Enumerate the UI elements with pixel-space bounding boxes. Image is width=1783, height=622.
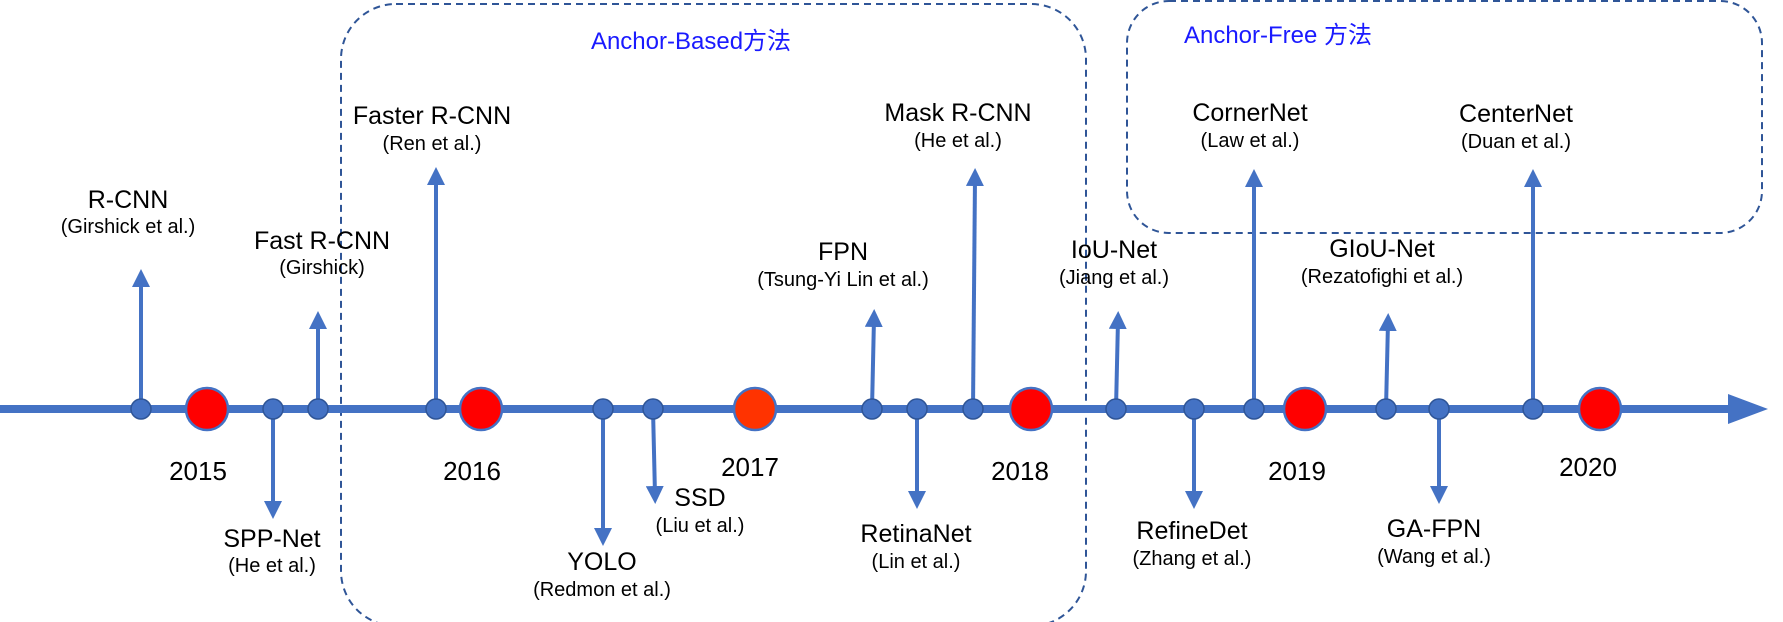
year-label-2017: 2017 — [721, 452, 779, 482]
method-dot-retinanet — [906, 398, 928, 420]
method-dot-cornernet — [1243, 398, 1265, 420]
method-name-faster-rcnn: Faster R-CNN — [352, 102, 512, 130]
year-dot-2020 — [1577, 386, 1623, 432]
year-dot-2019 — [1282, 386, 1328, 432]
method-name-mask-rcnn: Mask R-CNN — [884, 99, 1032, 127]
method-authors-faster-rcnn: (Ren et al.) — [382, 133, 482, 155]
method-dot-iou-net — [1105, 398, 1127, 420]
year-label-2020: 2020 — [1559, 452, 1617, 482]
year-label-2015: 2015 — [169, 456, 227, 486]
connector-arrow-giou-net — [1378, 313, 1397, 410]
year-label-2018: 2018 — [991, 456, 1049, 486]
method-authors-ssd: (Liu et al.) — [655, 515, 745, 537]
anchor-based-region — [340, 3, 1087, 622]
connector-arrow-fpn — [864, 309, 883, 410]
method-name-ga-fpn: GA-FPN — [1386, 515, 1482, 543]
method-authors-refinedet: (Zhang et al.) — [1132, 548, 1252, 570]
method-dot-ga-fpn — [1428, 398, 1450, 420]
method-name-fast-rcnn: Fast R-CNN — [253, 227, 391, 255]
method-authors-centernet: (Duan et al.) — [1460, 131, 1572, 153]
method-dot-centernet — [1522, 398, 1544, 420]
year-label-2016: 2016 — [443, 456, 501, 486]
method-name-iou-net: IoU-Net — [1070, 236, 1158, 264]
method-dot-refinedet — [1183, 398, 1205, 420]
method-authors-cornernet: (Law et al.) — [1200, 130, 1300, 152]
method-dot-rcnn — [130, 398, 152, 420]
method-authors-rcnn: (Girshick et al.) — [60, 216, 196, 238]
method-dot-mask-rcnn — [962, 398, 984, 420]
method-dot-spp-net — [262, 398, 284, 420]
connector-arrow-iou-net — [1108, 311, 1127, 410]
method-name-ssd: SSD — [674, 484, 726, 512]
method-name-cornernet: CornerNet — [1192, 99, 1308, 127]
method-dot-fpn — [861, 398, 883, 420]
timeline-axis-arrowhead — [1728, 394, 1768, 424]
year-dot-2015 — [184, 386, 230, 432]
method-authors-giou-net: (Rezatofighi et al.) — [1300, 266, 1464, 288]
method-dot-yolo — [592, 398, 614, 420]
method-authors-fpn: (Tsung-Yi Lin et al.) — [757, 269, 929, 291]
year-dot-2018 — [1008, 386, 1054, 432]
anchor-based-title: Anchor-Based方法 — [590, 28, 792, 55]
method-authors-iou-net: (Jiang et al.) — [1058, 267, 1170, 289]
method-dot-faster-rcnn — [425, 398, 447, 420]
method-authors-retinanet: (Lin et al.) — [871, 551, 961, 573]
year-label-2019: 2019 — [1268, 456, 1326, 486]
method-name-centernet: CenterNet — [1459, 100, 1573, 128]
method-name-rcnn: R-CNN — [87, 186, 169, 214]
method-name-yolo: YOLO — [567, 548, 637, 576]
method-name-spp-net: SPP-Net — [223, 525, 321, 553]
method-authors-mask-rcnn: (He et al.) — [914, 130, 1002, 152]
method-dot-ssd — [642, 398, 664, 420]
anchor-free-title: Anchor-Free 方法 — [1183, 22, 1373, 49]
method-dot-fast-rcnn — [307, 398, 329, 420]
method-authors-ga-fpn: (Wang et al.) — [1377, 546, 1491, 568]
year-dot-2016 — [458, 386, 504, 432]
anchor-free-region — [1126, 0, 1763, 234]
connector-arrow-mask-rcnn — [965, 168, 984, 410]
method-dot-giou-net — [1375, 398, 1397, 420]
connector-arrow-ssd — [645, 408, 664, 504]
method-name-retinanet: RetinaNet — [860, 520, 972, 548]
method-name-fpn: FPN — [818, 238, 868, 266]
year-dot-2017 — [732, 386, 778, 432]
method-name-giou-net: GIoU-Net — [1329, 235, 1435, 263]
method-name-refinedet: RefineDet — [1136, 517, 1248, 545]
method-authors-yolo: (Redmon et al.) — [533, 579, 671, 601]
method-authors-fast-rcnn: (Girshick) — [279, 257, 365, 279]
method-authors-spp-net: (He et al.) — [228, 555, 316, 577]
